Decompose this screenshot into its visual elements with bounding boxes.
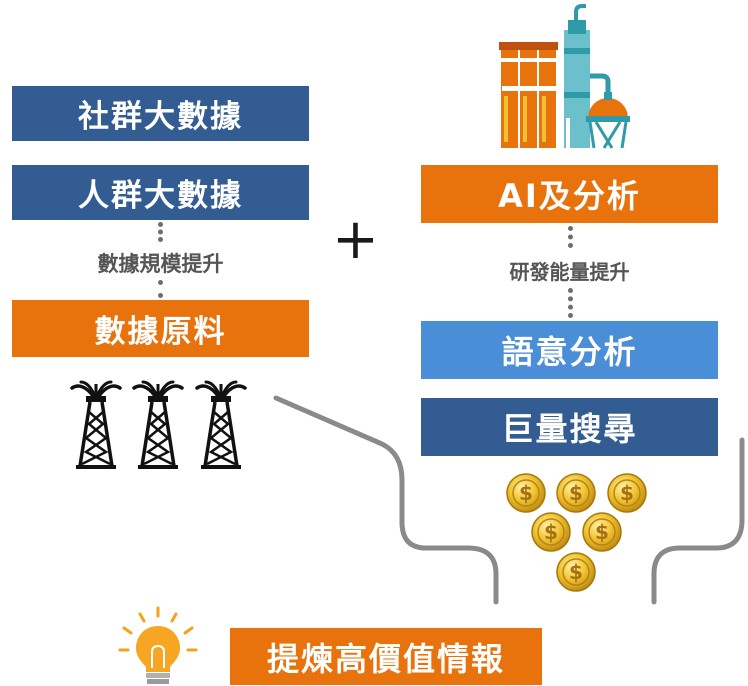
high-value-intelligence-box: 提煉高價值情報 xyxy=(230,628,542,685)
connector-dots xyxy=(158,280,163,298)
massive-search-box: 巨量搜尋 xyxy=(421,398,718,456)
semantic-analysis-box: 語意分析 xyxy=(421,321,718,379)
rd-capacity-caption: 研發能量提升 xyxy=(509,260,630,284)
plus-sign: + xyxy=(332,207,379,272)
social-big-data-box: 社群大數據 xyxy=(12,86,309,141)
connector-dots xyxy=(568,288,573,318)
ai-analysis-box: AI及分析 xyxy=(421,165,718,223)
crowd-big-data-box: 人群大數據 xyxy=(12,165,309,220)
raw-data-box: 數據原料 xyxy=(12,300,309,357)
connector-dots xyxy=(158,222,163,242)
connector-dots xyxy=(568,226,573,248)
data-scale-caption: 數據規模提升 xyxy=(97,252,224,276)
